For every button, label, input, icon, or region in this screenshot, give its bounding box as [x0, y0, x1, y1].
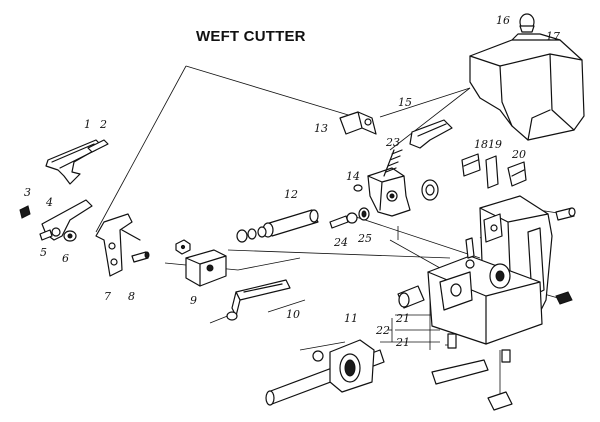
part-roller-14b	[421, 179, 439, 201]
part-clip-19	[485, 155, 499, 189]
part-screw-24	[329, 212, 358, 229]
callout-24: 24	[333, 236, 348, 249]
part-screw-right	[555, 291, 573, 305]
callout-1: 1	[84, 118, 91, 131]
part-pin-5	[39, 229, 53, 241]
callout-23: 23	[385, 136, 400, 149]
callout-9: 9	[190, 294, 197, 307]
callout-4: 4	[45, 196, 53, 209]
part-cover-17	[469, 33, 585, 141]
part-nut-14a	[353, 184, 363, 192]
part-nut-9a	[175, 239, 191, 255]
callout-5: 5	[40, 246, 47, 259]
part-washer-10a	[226, 311, 238, 321]
part-screw-3	[19, 205, 31, 219]
callout-15: 15	[398, 96, 412, 109]
part-block-21c	[487, 391, 513, 411]
part-angle-bracket-13	[339, 111, 377, 135]
part-lever-15	[409, 119, 453, 149]
part-knob-16	[519, 13, 535, 33]
part-stud-center	[465, 237, 475, 269]
callout-25: 25	[357, 232, 372, 245]
callout-11: 11	[344, 312, 358, 325]
title: WEFT CUTTER	[196, 28, 306, 45]
part-bushing-21a	[397, 285, 425, 309]
part-washer-25	[358, 207, 370, 221]
callout-22: 22	[375, 324, 390, 337]
part-clip-18	[461, 153, 481, 177]
callout-13: 13	[314, 122, 328, 135]
callout-21-upper: 21	[395, 312, 410, 325]
callout-19: 19	[488, 138, 502, 151]
part-clip-20	[507, 161, 527, 187]
part-pin-21b	[447, 333, 511, 363]
callout-20: 20	[511, 148, 526, 161]
part-washer-6	[63, 230, 77, 242]
callout-10: 10	[286, 308, 300, 321]
callout-14: 14	[346, 170, 360, 183]
callout-8: 8	[128, 290, 135, 303]
callout-3: 3	[24, 186, 31, 199]
part-bracket-plate-7	[95, 213, 141, 277]
callout-18: 18	[474, 138, 488, 151]
part-lever-2	[87, 139, 109, 153]
part-slotted-bar-10	[231, 279, 291, 317]
callout-21-lower: 21	[395, 336, 410, 349]
part-collar-11	[312, 339, 375, 393]
part-roller-12	[262, 209, 319, 238]
part-pin-right	[555, 207, 576, 221]
callout-2: 2	[99, 118, 107, 131]
part-pin-8	[131, 251, 150, 263]
part-foot-22a	[431, 359, 489, 385]
callout-6: 6	[62, 252, 69, 265]
callout-17: 17	[546, 30, 560, 43]
part-washers-12	[236, 226, 267, 243]
part-block-9	[185, 249, 227, 287]
callout-7: 7	[104, 290, 111, 303]
callout-16: 16	[496, 14, 510, 27]
callout-labels: 1 2 3 4 5 6 7 8 9 10 11 12 13 14 15 16 1…	[24, 14, 560, 349]
part-cutter-block-14	[367, 167, 411, 217]
part-spring-23	[383, 149, 403, 177]
callout-22-bracket	[388, 318, 393, 342]
callout-12: 12	[284, 188, 298, 201]
